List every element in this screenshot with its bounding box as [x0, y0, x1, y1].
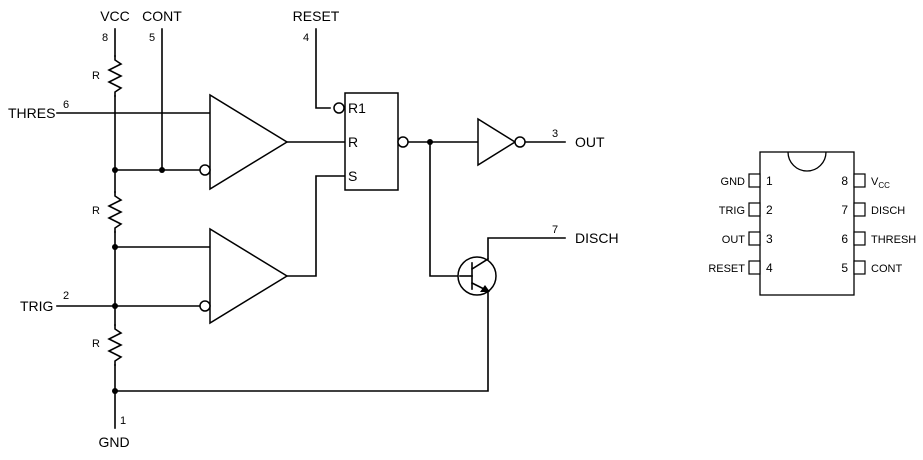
vcc-main: V [871, 176, 879, 188]
reset-wire [315, 28, 331, 109]
comparator-bottom-out-wire [285, 175, 346, 277]
junctions [112, 139, 433, 394]
resistor-top-label: R [92, 70, 100, 82]
package-pin-1 [748, 173, 761, 188]
gnd-label: GND [98, 434, 129, 450]
reset-pin-number: 4 [303, 32, 309, 44]
junction-dot [159, 167, 165, 173]
flipflop-output-bubble [397, 136, 409, 148]
junction-dot [427, 139, 433, 145]
package-pin-number: 1 [766, 174, 773, 188]
output-inverter [477, 117, 517, 167]
package-pin-number: 2 [766, 203, 773, 217]
emitter-ground-wire [114, 290, 489, 392]
resistor-middle [107, 191, 123, 233]
package-pin-number: 4 [766, 261, 773, 275]
reset-inverting-bubble [333, 102, 345, 114]
flipflop-r-label: R [348, 134, 358, 150]
flipflop-s-label: S [348, 168, 357, 184]
out-label: OUT [575, 134, 605, 150]
junction-dot [112, 244, 118, 250]
sr-flipflop [344, 92, 399, 191]
package-pin-4 [748, 260, 761, 275]
package-pin-number: 3 [766, 232, 773, 246]
flipflop-r1-label: R1 [348, 100, 366, 116]
out-pin-number: 3 [552, 128, 558, 140]
cont-pin-number: 5 [149, 32, 155, 44]
vcc-pin-number: 8 [102, 32, 108, 44]
comparator-top-inverting-bubble [199, 164, 211, 176]
disch-pin-number: 7 [552, 224, 558, 236]
package-pin-7 [853, 202, 866, 217]
dip8-package: GND TRIG OUT RESET 1 2 3 4 8 7 6 5 VCC D… [708, 151, 916, 296]
package-pin-number: 8 [841, 174, 848, 188]
disch-label: DISCH [575, 230, 619, 246]
package-pin-name: THRESH [871, 234, 916, 246]
package-pin-name: CONT [871, 263, 902, 275]
package-pin-3 [748, 231, 761, 246]
junction-dot [112, 388, 118, 394]
package-pin-2 [748, 202, 761, 217]
discharge-transistor [457, 256, 497, 296]
disch-wire [487, 237, 566, 260]
junction-dot [112, 303, 118, 309]
package-pin-name: DISCH [871, 205, 905, 217]
transistor-collector [470, 257, 490, 271]
reset-label: RESET [293, 8, 340, 24]
trig-pin-number: 2 [63, 290, 69, 302]
vcc-label: VCC [100, 8, 130, 24]
vcc-subscript: CC [878, 181, 890, 190]
package-notch [787, 151, 827, 172]
package-pin-name: VCC [871, 176, 890, 190]
package-pin-name: TRIG [719, 205, 745, 217]
trig-label: TRIG [20, 298, 53, 314]
package-pin-name: RESET [708, 263, 745, 275]
package-pin-number: 6 [841, 232, 848, 246]
cont-label: CONT [142, 8, 182, 24]
resistor-top [107, 55, 123, 97]
package-pin-5 [853, 260, 866, 275]
transistor-body [457, 256, 497, 296]
package-pin-6 [853, 231, 866, 246]
transistor-base-wire [429, 141, 461, 277]
gnd-pin-number: 1 [120, 415, 126, 427]
resistor-bottom-label: R [92, 338, 100, 350]
transistor-emitter-arrow [480, 285, 490, 292]
package-pin-name: GND [721, 176, 746, 188]
package-body [759, 151, 855, 296]
comparator-bottom-inverting-bubble [199, 300, 211, 312]
comparator-top [209, 93, 289, 191]
resistor-middle-label: R [92, 205, 100, 217]
junction-dot [112, 167, 118, 173]
package-pin-number: 7 [841, 203, 848, 217]
thres-label: THRES [8, 105, 55, 121]
thres-pin-number: 6 [63, 99, 69, 111]
wires [56, 28, 566, 429]
package-pin-8 [853, 173, 866, 188]
package-pin-name: OUT [722, 234, 746, 246]
output-inverter-bubble [514, 136, 526, 148]
resistor-bottom [107, 324, 123, 366]
package-pin-number: 5 [841, 261, 848, 275]
comparator-bottom [209, 227, 289, 325]
